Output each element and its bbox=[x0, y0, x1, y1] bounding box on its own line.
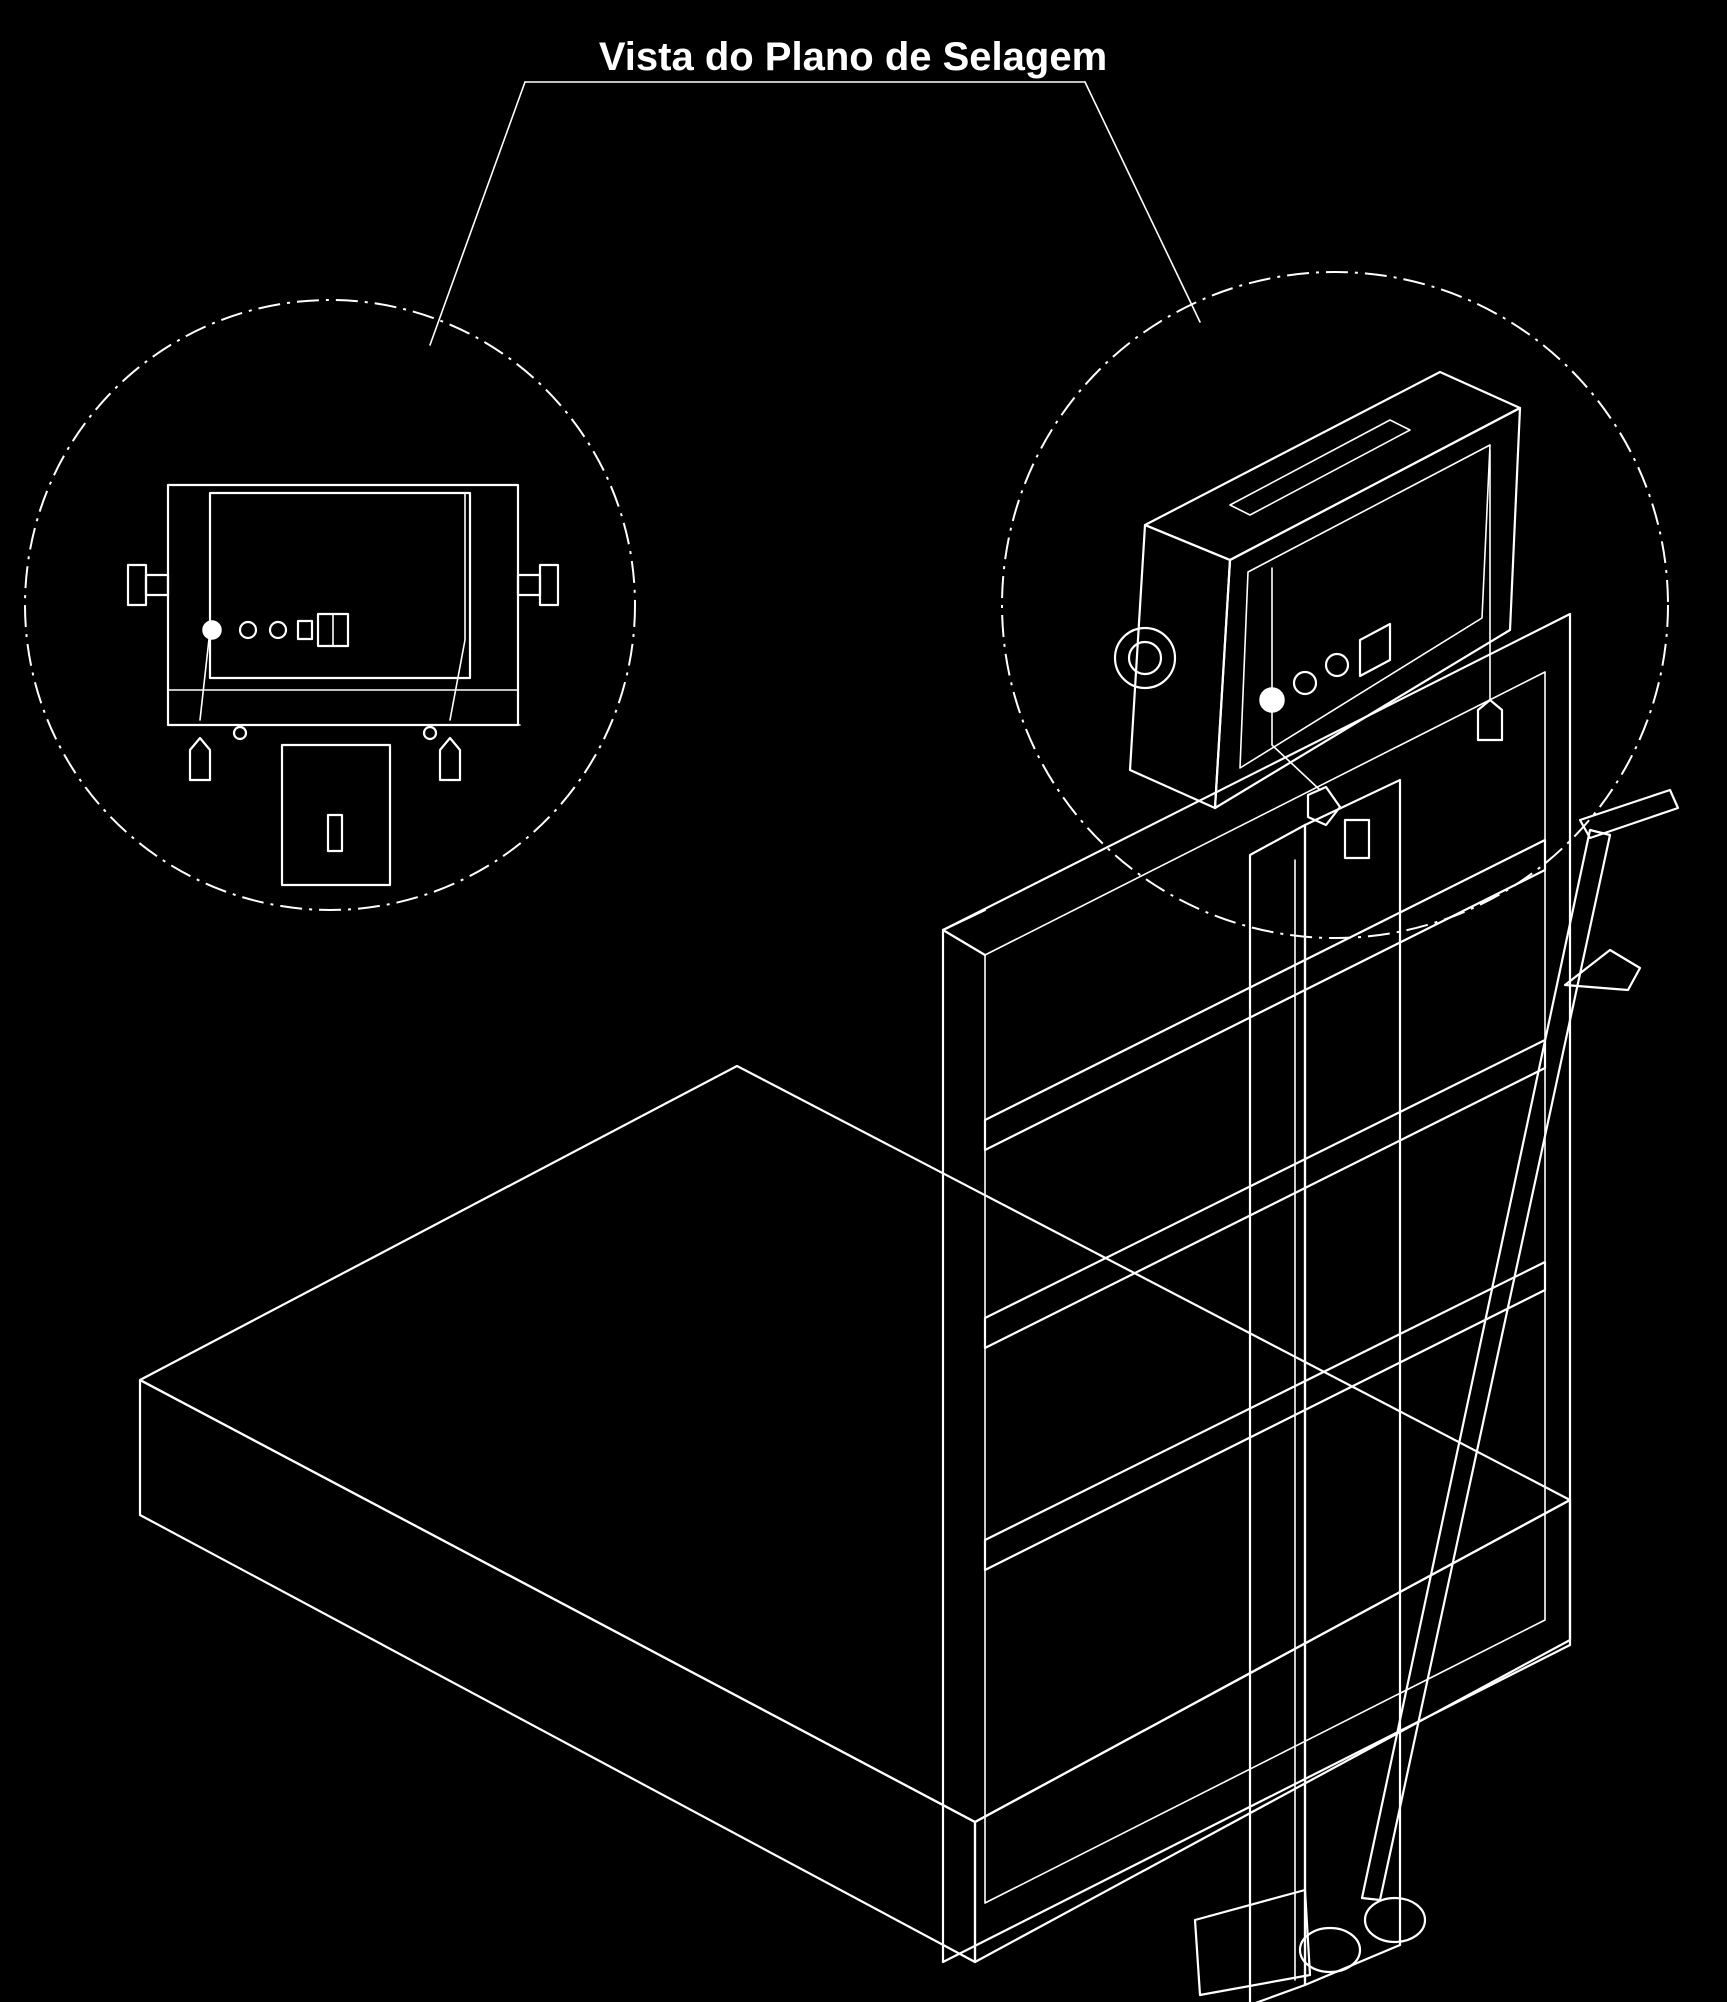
button-3-left bbox=[268, 620, 288, 640]
platform-side bbox=[973, 1498, 1572, 1964]
mounting-knob-right-view bbox=[1113, 626, 1177, 690]
wheel-left bbox=[1298, 1926, 1362, 1974]
button-1-left bbox=[202, 620, 222, 640]
detail-circle-left bbox=[24, 299, 636, 911]
wheels bbox=[1193, 1888, 1427, 1997]
column-side bbox=[1303, 778, 1402, 1987]
lead-seal-right-2 bbox=[1476, 698, 1504, 742]
weighing-platform bbox=[138, 1064, 1572, 1964]
wheel-base bbox=[1193, 1888, 1312, 1997]
indicator-top-right bbox=[1143, 370, 1522, 562]
lead-seal-left-1 bbox=[188, 736, 212, 782]
mounting-knob-right bbox=[516, 563, 560, 607]
display-window-right bbox=[1229, 419, 1411, 516]
wheel-right bbox=[1363, 1896, 1427, 1944]
lead-seal-left-2 bbox=[438, 736, 462, 782]
leader-line-right bbox=[1084, 81, 1201, 323]
frame-slat-1 bbox=[983, 838, 1547, 1152]
button-2-right bbox=[1292, 670, 1318, 696]
frame-inner bbox=[984, 671, 1546, 1904]
indicator-side-right bbox=[1128, 523, 1232, 810]
button-3-right bbox=[1324, 652, 1350, 678]
lead-seal-right-1 bbox=[1306, 785, 1342, 827]
handle-grip bbox=[1578, 788, 1680, 840]
leader-line-left bbox=[429, 81, 526, 346]
detail-view-right bbox=[1001, 271, 1669, 939]
detail-view-left bbox=[24, 299, 636, 911]
mounting-knob-left bbox=[126, 563, 170, 607]
indicator-faceplate-left bbox=[208, 491, 472, 680]
backrest-frame bbox=[941, 612, 1572, 1964]
handle-bracket bbox=[1563, 948, 1642, 992]
pull-handle bbox=[1360, 788, 1680, 1902]
indicator-front-right bbox=[1213, 406, 1522, 810]
frame-outer bbox=[941, 612, 1572, 1964]
diagram-title: Vista do Plano de Selagem bbox=[599, 35, 1107, 79]
connector-block-right bbox=[1358, 622, 1392, 678]
button-2-left bbox=[238, 620, 258, 640]
frame-slat-2 bbox=[983, 1038, 1547, 1350]
platform-front bbox=[138, 1378, 977, 1964]
column-stand bbox=[1248, 778, 1402, 2002]
platform-top bbox=[138, 1064, 1572, 1824]
frame-slat-3 bbox=[983, 1260, 1547, 1572]
column-top-left bbox=[280, 743, 392, 887]
detail-circle-right bbox=[1001, 271, 1669, 939]
